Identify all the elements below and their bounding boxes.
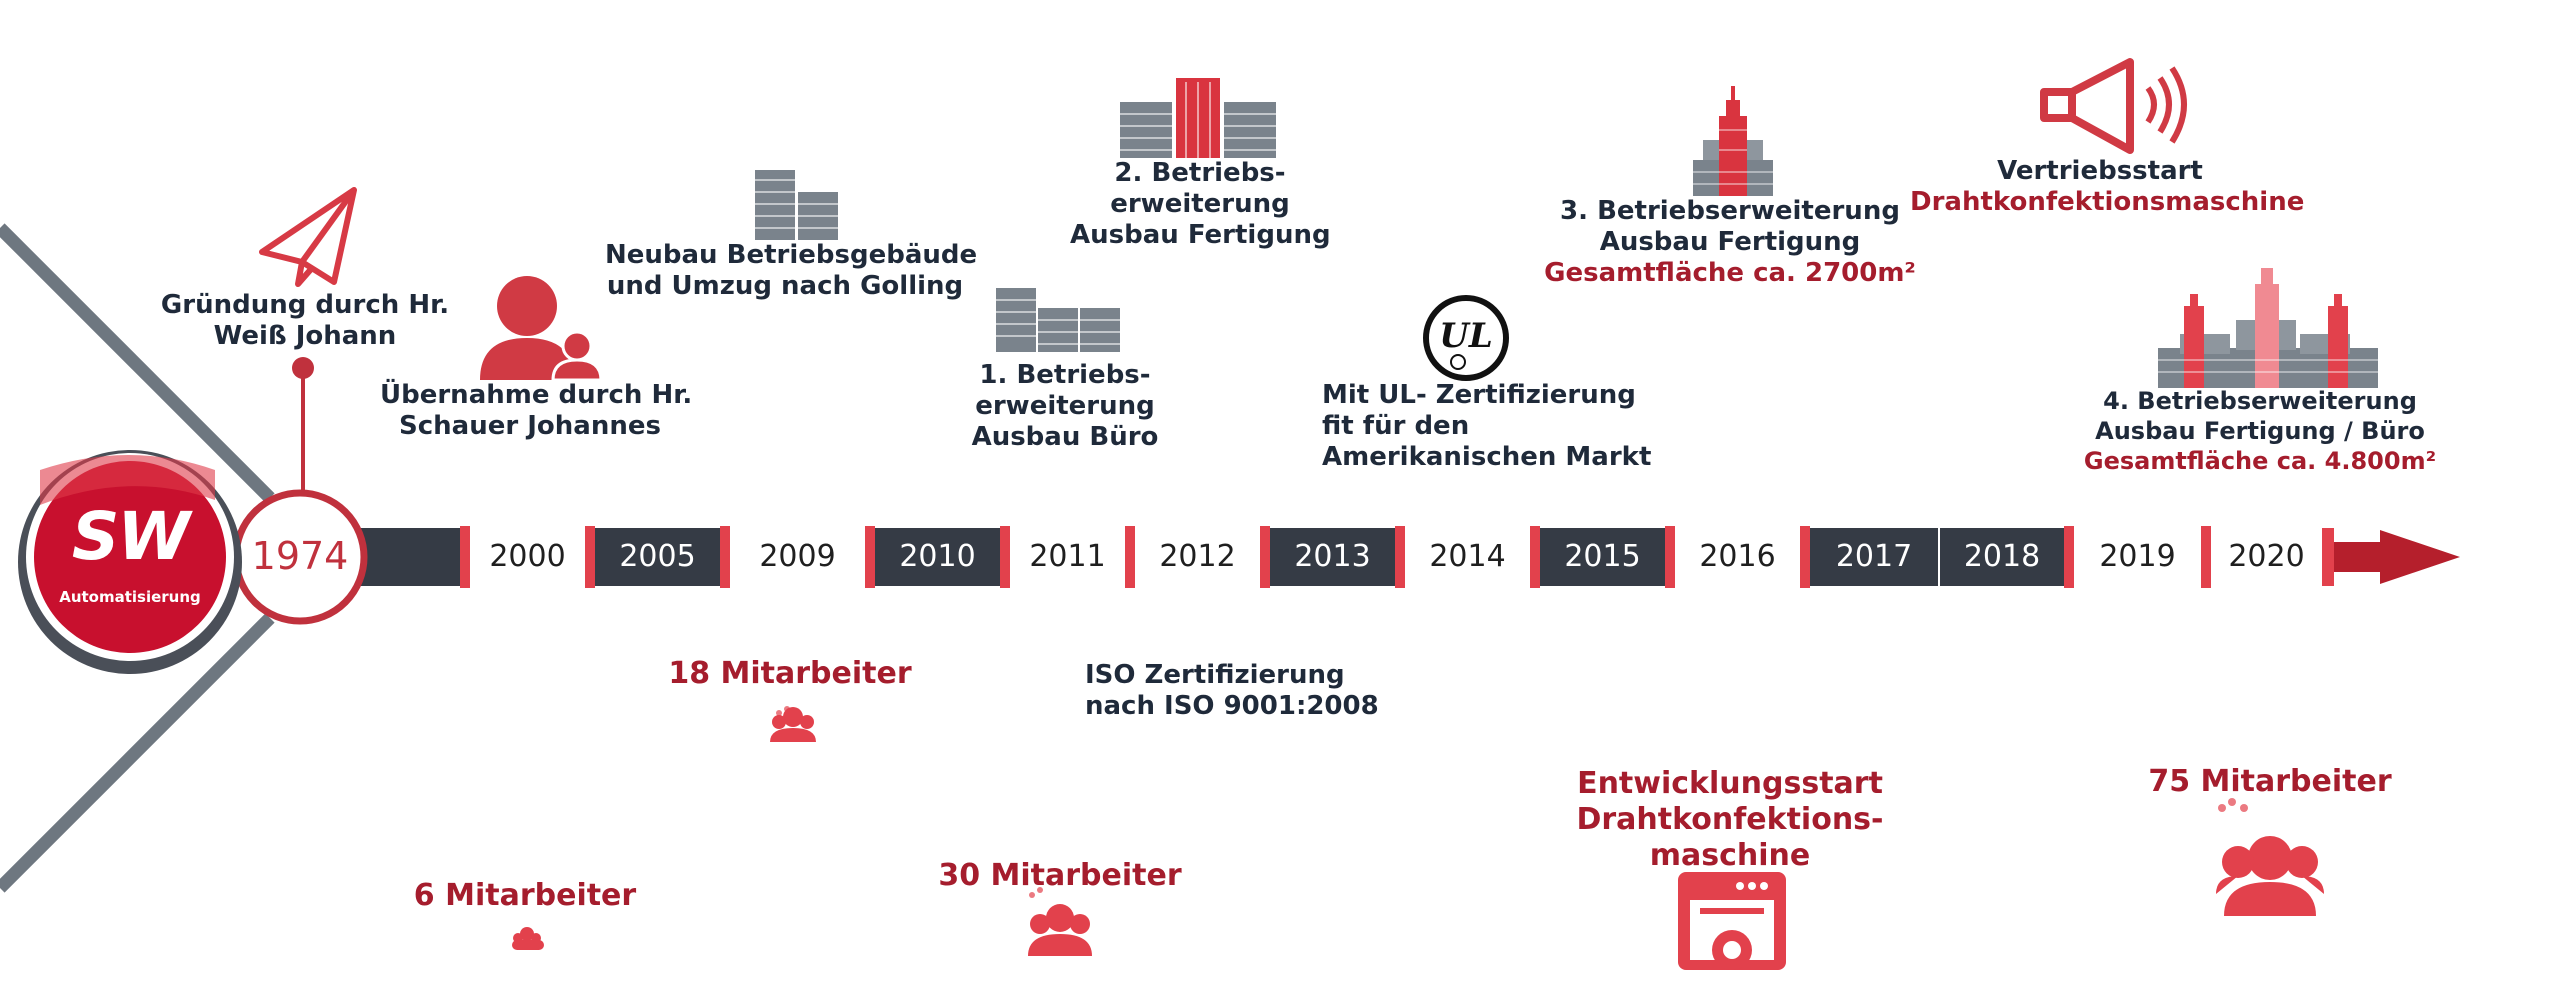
year-2017: 2017 bbox=[1810, 528, 1938, 586]
year-separator bbox=[1800, 526, 1810, 588]
paper-plane-icon bbox=[259, 187, 357, 287]
employees-30: 30 Mitarbeiter bbox=[938, 858, 1182, 893]
start-year: 1974 bbox=[251, 534, 349, 578]
year-2000: 2000 bbox=[489, 539, 566, 574]
year-2009: 2009 bbox=[759, 539, 836, 574]
event-iso: ISO Zertifizierung nach ISO 9001:2008 bbox=[1085, 660, 1379, 721]
gruendung-dot bbox=[292, 357, 314, 379]
year-2020: 2020 bbox=[2228, 539, 2305, 574]
year-separator bbox=[1665, 526, 1675, 588]
employees-18: 18 Mitarbeiter bbox=[668, 656, 912, 691]
sw-logo bbox=[18, 450, 242, 674]
event-erweiterung-1: 1. Betriebs- erweiterung Ausbau Büro bbox=[971, 360, 1159, 452]
building-icon bbox=[1120, 78, 1276, 158]
year-2014: 2014 bbox=[1429, 539, 1506, 574]
employees-6: 6 Mitarbeiter bbox=[413, 878, 637, 913]
year-2011: 2011 bbox=[1029, 539, 1106, 574]
year-separator bbox=[720, 526, 730, 588]
employees-75: 75 Mitarbeiter bbox=[2148, 764, 2392, 799]
skyscraper-icon bbox=[2158, 268, 2378, 388]
logo-subtitle: Automatisierung bbox=[59, 588, 201, 606]
event-ul: Mit UL- Zertifizierung fit für den Ameri… bbox=[1322, 380, 1652, 472]
event-uebernahme: Übernahme durch Hr. Schauer Johannes bbox=[380, 380, 693, 441]
web-gear-icon bbox=[1678, 872, 1786, 970]
year-separator bbox=[585, 526, 595, 588]
ul-certification-icon bbox=[1423, 295, 1509, 381]
building-icon bbox=[755, 170, 838, 240]
year-2005: 2005 bbox=[595, 528, 720, 586]
year-2016: 2016 bbox=[1699, 539, 1776, 574]
team-icon bbox=[512, 927, 544, 950]
team-icon bbox=[2216, 798, 2324, 916]
year-separator bbox=[865, 526, 875, 588]
chevron-line-bottom bbox=[0, 613, 275, 893]
ul-mark: UL bbox=[1439, 316, 1493, 356]
skyscraper-icon bbox=[1693, 86, 1773, 196]
year-2018: 2018 bbox=[1940, 528, 2064, 586]
year-separator bbox=[1125, 526, 1135, 588]
year-2012: 2012 bbox=[1159, 539, 1236, 574]
team-icon bbox=[770, 706, 816, 742]
event-erweiterung-4: 4. Betriebserweiterung Ausbau Fertigung … bbox=[2083, 387, 2437, 475]
logo-letters: SW bbox=[71, 498, 190, 575]
year-separator bbox=[2201, 526, 2211, 588]
event-erweiterung-3: 3. Betriebserweiterung Ausbau Fertigung … bbox=[1544, 196, 1916, 288]
event-gruendung: Gründung durch Hr. Weiß Johann bbox=[160, 290, 450, 351]
year-separator bbox=[1260, 526, 1270, 588]
event-vertriebsstart: Vertriebsstart Drahtkonfektionsmaschine bbox=[1910, 156, 2305, 217]
year-2019: 2019 bbox=[2099, 539, 2176, 574]
year-2013: 2013 bbox=[1270, 528, 1395, 586]
year-separator bbox=[1530, 526, 1540, 588]
chevron-line-top bbox=[0, 223, 275, 503]
team-icon bbox=[1028, 887, 1092, 956]
building-icon bbox=[996, 288, 1120, 352]
megaphone-icon bbox=[2040, 58, 2187, 154]
arrow-right-icon bbox=[2322, 528, 2460, 586]
year-separator bbox=[460, 526, 470, 588]
year-2010: 2010 bbox=[875, 528, 1000, 586]
event-entwicklungsstart: Entwicklungsstart Drahtkonfektions- masc… bbox=[1576, 766, 1884, 873]
year-separator bbox=[1395, 526, 1405, 588]
year-separator bbox=[1000, 526, 1010, 588]
year-separator bbox=[2064, 526, 2074, 588]
user-group-icon bbox=[480, 276, 603, 382]
year-2015: 2015 bbox=[1540, 528, 1665, 586]
event-erweiterung-2: 2. Betriebs- erweiterung Ausbau Fertigun… bbox=[1070, 158, 1331, 250]
event-neubau: Neubau Betriebsgebäude und Umzug nach Go… bbox=[605, 240, 978, 301]
